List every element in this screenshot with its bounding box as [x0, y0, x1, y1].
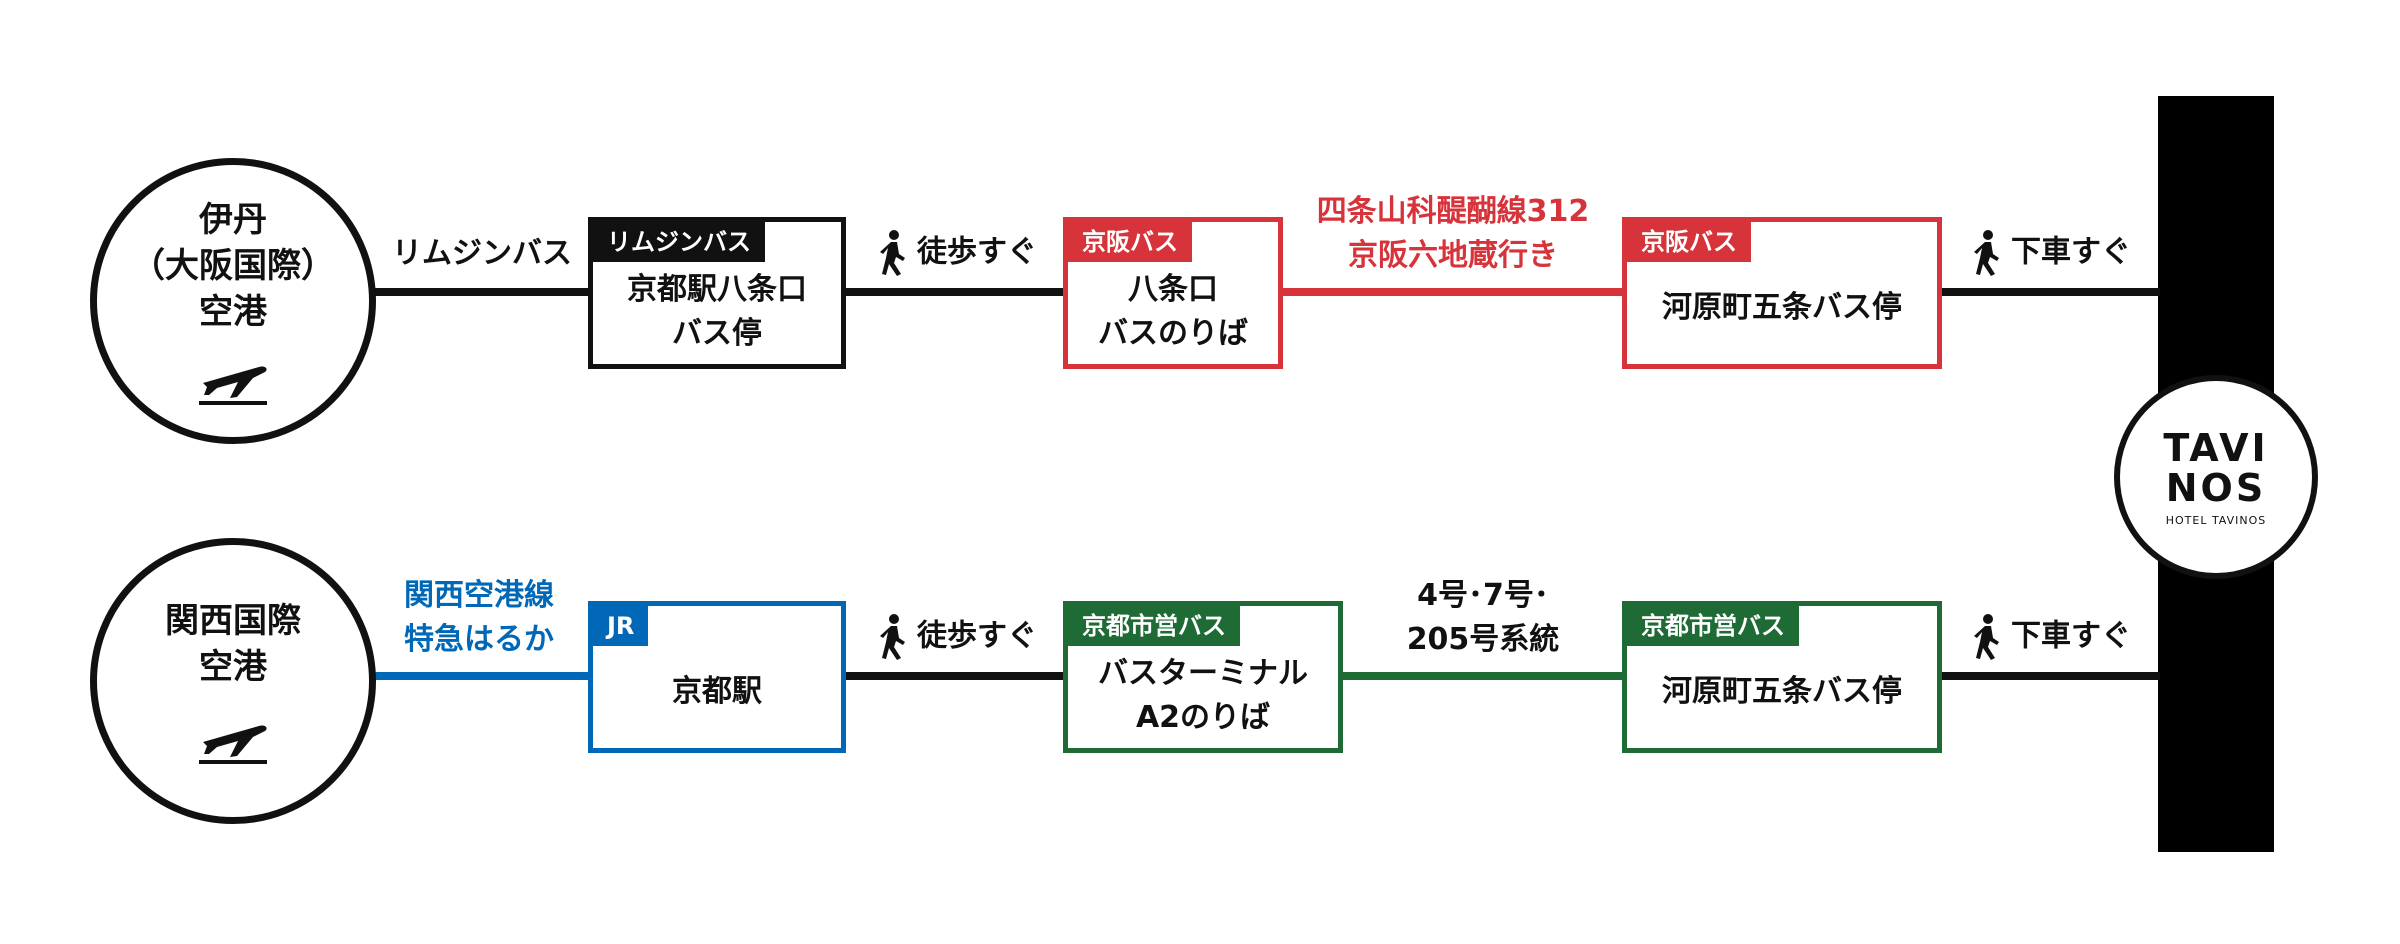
- route2-box2-tag: 京都市営バス: [1068, 606, 1240, 646]
- route2-line-black-2: [1940, 672, 2160, 680]
- route1-line-red: [1280, 288, 1625, 296]
- route2-box-kyoto-station: JR 京都駅: [588, 601, 846, 753]
- route2-box-kawaramachi: 京都市営バス 河原町五条バス停: [1622, 601, 1942, 753]
- route1-box-hachijo-bus: 京阪バス 八条口 バスのりば: [1063, 217, 1283, 369]
- origin-kansai-line1: 関西国際: [165, 601, 301, 641]
- route2-seg2-label-wrap: 徒歩すぐ: [862, 614, 1052, 660]
- route2-box2-line1: バスターミナル: [1098, 656, 1308, 691]
- route1-seg2-label: 徒歩すぐ: [917, 234, 1037, 270]
- route2-line-black-1: [843, 672, 1065, 680]
- route1-seg4-label-wrap: 下車すぐ: [1956, 230, 2146, 276]
- route1-line-black-2: [843, 288, 1065, 296]
- route1-box3-tag: 京阪バス: [1627, 222, 1751, 262]
- airplane-departure-icon: [199, 725, 267, 764]
- route2-seg4-label: 下車すぐ: [2011, 618, 2131, 654]
- route2-seg3-label-line2: 205号系統: [1406, 622, 1560, 657]
- route1-box-kawaramachi: 京阪バス 河原町五条バス停: [1622, 217, 1942, 369]
- route1-seg4-label: 下車すぐ: [2011, 234, 2131, 270]
- route1-seg3-label-line2: 京阪六地蔵行き: [1348, 238, 1558, 273]
- origin-kansai-airport: 関西国際 空港: [90, 538, 376, 824]
- route2-box3-line1: 河原町五条バス停: [1662, 674, 1902, 709]
- airplane-departure-icon: [199, 366, 267, 405]
- walking-person-icon: [880, 614, 905, 660]
- origin-itami-line1: 伊丹: [199, 200, 267, 240]
- origin-kansai-line2: 空港: [199, 647, 267, 687]
- route2-line-green: [1340, 672, 1625, 680]
- route1-seg3-label-line1: 四条山科醍醐線312: [1316, 194, 1590, 229]
- hotel-tavinos-logo: TAVI NOS HOTEL TAVINOS: [2114, 375, 2318, 579]
- logo-text-line1: TAVI: [2163, 425, 2269, 470]
- logo-subtext: HOTEL TAVINOS: [2165, 513, 2267, 527]
- route1-box-kyoto-hachijo: リムジンバス 京都駅八条口 バス停: [588, 217, 846, 369]
- route1-box2-tag: 京阪バス: [1068, 222, 1192, 262]
- route2-seg3-label-line1: 4号･7号･: [1417, 578, 1549, 613]
- logo-text-line2: NOS: [2165, 465, 2267, 510]
- route2-box-bus-terminal: 京都市営バス バスターミナル A2のりば: [1063, 601, 1343, 753]
- route1-box3-line1: 河原町五条バス停: [1662, 290, 1902, 325]
- walking-person-icon: [1974, 614, 1999, 660]
- route1-box2-line2: バスのりば: [1098, 316, 1248, 351]
- origin-itami-line2: （大阪国際）: [131, 246, 335, 286]
- route1-box2-line1: 八条口: [1128, 272, 1218, 307]
- route1-line-black-1: [370, 288, 590, 296]
- route2-line-blue: [370, 672, 590, 680]
- route2-seg4-label-wrap: 下車すぐ: [1956, 614, 2146, 660]
- route2-box1-tag: JR: [593, 606, 649, 646]
- route1-box1-line1: 京都駅八条口: [627, 272, 807, 307]
- walking-person-icon: [880, 230, 905, 276]
- route2-box1-line1: 京都駅: [672, 674, 762, 709]
- route2-box3-tag: 京都市営バス: [1627, 606, 1799, 646]
- route2-box2-line2: A2のりば: [1135, 700, 1271, 735]
- route1-seg2-label-wrap: 徒歩すぐ: [862, 230, 1052, 276]
- route1-box1-tag: リムジンバス: [593, 222, 765, 262]
- route2-seg1-label-line2: 特急はるか: [404, 622, 554, 657]
- route1-seg1-label: リムジンバス: [392, 236, 572, 271]
- walking-person-icon: [1974, 230, 1999, 276]
- route2-seg2-label: 徒歩すぐ: [917, 618, 1037, 654]
- route2-seg1-label-line1: 関西空港線: [404, 578, 554, 613]
- origin-itami-line3: 空港: [199, 292, 267, 332]
- origin-itami-airport: 伊丹 （大阪国際） 空港: [90, 158, 376, 444]
- route1-line-black-3: [1940, 288, 2160, 296]
- route1-box1-line2: バス停: [672, 316, 762, 351]
